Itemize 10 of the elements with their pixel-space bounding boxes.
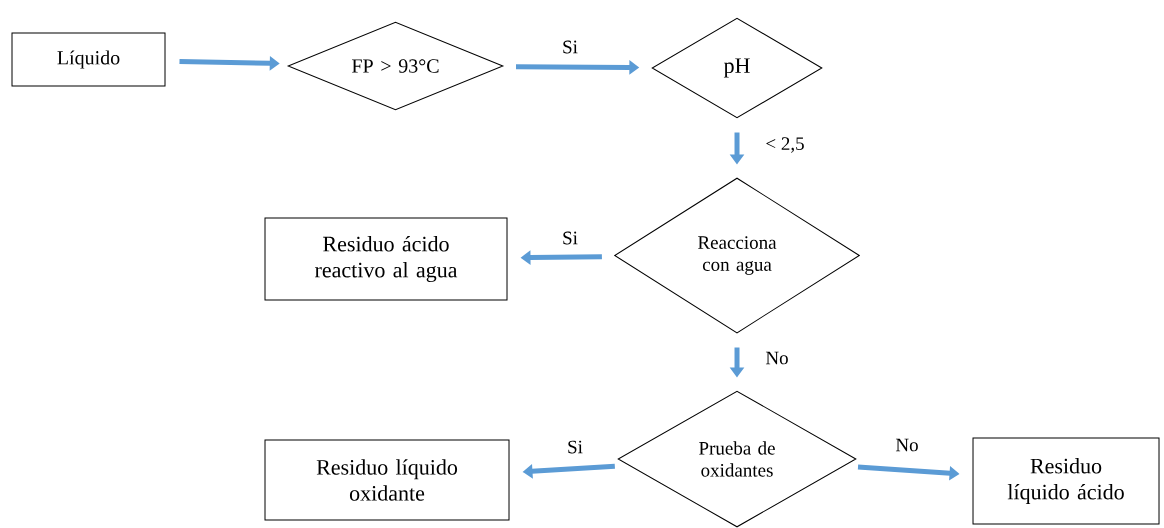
edge-label: Si [563, 40, 578, 54]
process-box: Residuo líquido oxidante [264, 439, 510, 521]
edge-label: No [895, 438, 918, 452]
process-box: Residuo líquido ácido [972, 437, 1160, 525]
edge-label: No [765, 351, 788, 365]
edge-label: Si [568, 440, 583, 454]
edge-label: Si [563, 231, 578, 245]
process-box: Líquido [11, 32, 166, 87]
edge-label: < 2,5 [766, 137, 804, 153]
process-box: Residuo ácido reactivo al agua [264, 217, 508, 301]
